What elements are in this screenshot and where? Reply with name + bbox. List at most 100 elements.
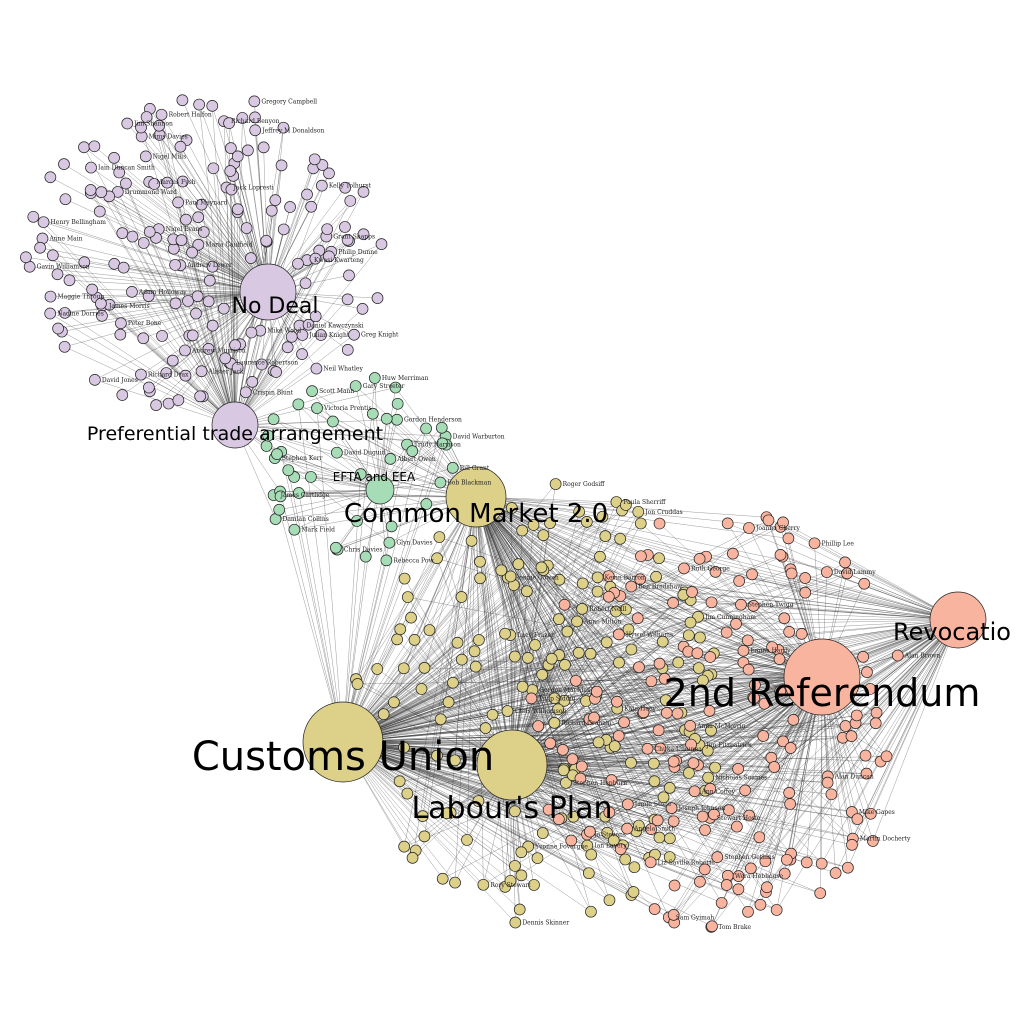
member-node-circle[interactable] (632, 819, 645, 832)
member-node-circle[interactable] (544, 517, 556, 529)
member-node-circle[interactable] (468, 645, 481, 658)
member-node-circle[interactable] (608, 740, 621, 753)
member-node-circle[interactable] (795, 628, 808, 640)
member-node-circle[interactable] (647, 757, 660, 770)
member-node-circle[interactable] (512, 558, 525, 570)
member-node-circle[interactable] (516, 680, 529, 693)
member-node-circle[interactable] (509, 916, 522, 929)
member-node-circle[interactable] (544, 737, 557, 750)
member-node-circle[interactable] (162, 397, 175, 410)
member-node-circle[interactable] (331, 446, 343, 459)
member-node-circle[interactable] (34, 241, 46, 254)
member-node-circle[interactable] (774, 685, 786, 698)
member-node-circle[interactable] (684, 720, 696, 732)
member-node-circle[interactable] (708, 808, 720, 821)
member-node-circle[interactable] (52, 322, 64, 335)
member-node-circle[interactable] (867, 835, 879, 847)
member-node-circle[interactable] (720, 879, 733, 891)
member-node-circle[interactable] (239, 386, 252, 399)
member-node-circle[interactable] (839, 556, 851, 569)
member-node-circle[interactable] (747, 599, 760, 612)
member-node-circle[interactable] (135, 368, 147, 381)
member-node-circle[interactable] (245, 252, 257, 264)
member-node-circle[interactable] (613, 656, 625, 669)
member-node-circle[interactable] (706, 920, 718, 933)
member-node-circle[interactable] (841, 567, 853, 580)
member-node-circle[interactable] (388, 696, 400, 709)
member-node-circle[interactable] (78, 256, 91, 269)
member-node-circle[interactable] (451, 636, 464, 649)
member-node-circle[interactable] (380, 412, 393, 425)
member-node-circle[interactable] (284, 201, 296, 213)
member-node-circle[interactable] (380, 554, 393, 567)
member-node-circle[interactable] (486, 708, 499, 721)
member-node-circle[interactable] (449, 876, 461, 889)
member-node-circle[interactable] (782, 532, 795, 545)
member-node-circle[interactable] (839, 720, 852, 732)
member-node-circle[interactable] (548, 692, 561, 705)
member-node-circle[interactable] (584, 825, 596, 838)
member-node-circle[interactable] (641, 742, 654, 755)
hub-node-cu[interactable] (302, 701, 384, 783)
member-node-circle[interactable] (732, 763, 744, 775)
member-node-circle[interactable] (777, 516, 789, 529)
member-node-circle[interactable] (536, 668, 549, 681)
member-node-circle[interactable] (231, 361, 244, 374)
member-node-circle[interactable] (634, 573, 647, 586)
member-node-circle[interactable] (309, 252, 322, 265)
member-node-circle[interactable] (762, 514, 775, 527)
member-node-circle[interactable] (310, 362, 323, 375)
member-node-circle[interactable] (174, 140, 187, 153)
member-node-circle[interactable] (521, 651, 534, 664)
member-node-circle[interactable] (694, 875, 706, 888)
member-node-circle[interactable] (474, 555, 486, 568)
member-node-circle[interactable] (267, 413, 280, 426)
member-node-circle[interactable] (667, 909, 680, 921)
member-node-circle[interactable] (603, 806, 616, 819)
member-node-circle[interactable] (420, 498, 433, 510)
member-node-circle[interactable] (864, 807, 877, 820)
member-node-circle[interactable] (434, 713, 447, 726)
member-node-circle[interactable] (292, 257, 304, 270)
member-node-circle[interactable] (20, 251, 32, 264)
member-node-circle[interactable] (576, 577, 589, 590)
member-node-circle[interactable] (231, 203, 244, 216)
member-node-circle[interactable] (702, 771, 715, 784)
member-node-circle[interactable] (85, 161, 97, 174)
member-node-circle[interactable] (172, 394, 185, 407)
member-node-circle[interactable] (357, 186, 370, 198)
member-node-circle[interactable] (559, 659, 571, 671)
member-node-circle[interactable] (525, 692, 538, 705)
member-node-circle[interactable] (391, 397, 404, 410)
member-node-circle[interactable] (351, 678, 364, 690)
member-node-circle[interactable] (600, 636, 613, 649)
member-node-circle[interactable] (592, 736, 605, 749)
member-node-circle[interactable] (191, 290, 204, 303)
member-node-circle[interactable] (329, 541, 342, 554)
member-node-circle[interactable] (527, 519, 540, 531)
member-node-circle[interactable] (436, 872, 449, 885)
member-node-circle[interactable] (274, 490, 287, 503)
member-node-circle[interactable] (732, 883, 745, 896)
member-node-circle[interactable] (142, 290, 155, 302)
member-node-circle[interactable] (515, 846, 528, 859)
member-node-circle[interactable] (477, 878, 490, 891)
member-node-circle[interactable] (223, 117, 235, 129)
hub-node-efta[interactable] (365, 475, 395, 505)
member-node-circle[interactable] (135, 121, 147, 134)
member-node-circle[interactable] (301, 188, 313, 201)
member-node-circle[interactable] (509, 860, 521, 872)
member-node-circle[interactable] (857, 651, 869, 663)
member-node-circle[interactable] (394, 623, 407, 636)
member-node-circle[interactable] (398, 572, 411, 585)
member-node-circle[interactable] (327, 415, 339, 428)
member-node-circle[interactable] (190, 307, 202, 320)
member-node-circle[interactable] (671, 707, 684, 720)
member-node-circle[interactable] (504, 570, 517, 583)
member-node-circle[interactable] (504, 874, 517, 887)
member-node-circle[interactable] (408, 634, 421, 646)
member-node-circle[interactable] (829, 867, 842, 879)
hub-node-labour[interactable] (476, 729, 548, 801)
member-node-circle[interactable] (84, 184, 97, 196)
member-node-circle[interactable] (891, 649, 904, 662)
